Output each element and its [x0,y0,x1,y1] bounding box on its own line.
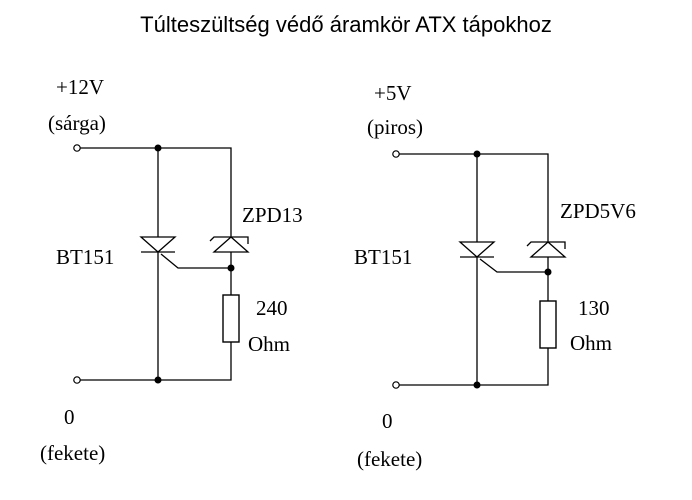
resistor-symbol [222,294,240,343]
ground-color-label: (fekete) [357,447,422,471]
ground-label: 0 [382,409,393,433]
thyristor-label: BT151 [354,245,412,269]
junction-dot [154,376,162,384]
resistor-unit-label: Ohm [570,331,612,355]
thyristor-label: BT151 [56,245,114,269]
zener-label: ZPD5V6 [560,199,636,223]
junction-dot [154,144,162,152]
zener-diode-symbol [209,236,250,253]
thyristor-symbol [458,241,548,273]
resistor-unit-label: Ohm [248,332,290,356]
circuit-12v: +12V (sárga) 0 (fekete) BT151 ZPD13 240 … [40,75,303,465]
junction-dot [227,264,235,272]
bottom-rail-wire [80,342,232,381]
resistor-symbol [539,300,557,349]
thyristor-symbol [139,236,231,269]
ground-terminal [73,376,81,384]
bottom-rail-wire [399,348,549,386]
zener-diode-symbol [526,241,567,258]
ground-label: 0 [64,405,75,429]
resistor-value-label: 130 [578,296,610,320]
supply-color-label: (sárga) [48,111,106,135]
zener-label: ZPD13 [242,203,303,227]
ground-color-label: (fekete) [40,441,105,465]
supply-terminal [392,150,400,158]
junction-dot [473,150,481,158]
top-rail-wire [399,153,549,242]
supply-color-label: (piros) [367,115,423,139]
junction-dot [544,268,552,276]
junction-dot [473,381,481,389]
supply-voltage-label: +5V [374,81,412,105]
circuit-5v: +5V (piros) 0 (fekete) BT151 ZPD5V6 130 … [354,81,636,471]
resistor-value-label: 240 [256,296,288,320]
diagram-title: Túlteszültség védő áramkör ATX tápokhoz [140,12,552,37]
supply-terminal [73,144,81,152]
supply-voltage-label: +12V [56,75,104,99]
ground-terminal [392,381,400,389]
top-rail-wire [80,147,232,237]
